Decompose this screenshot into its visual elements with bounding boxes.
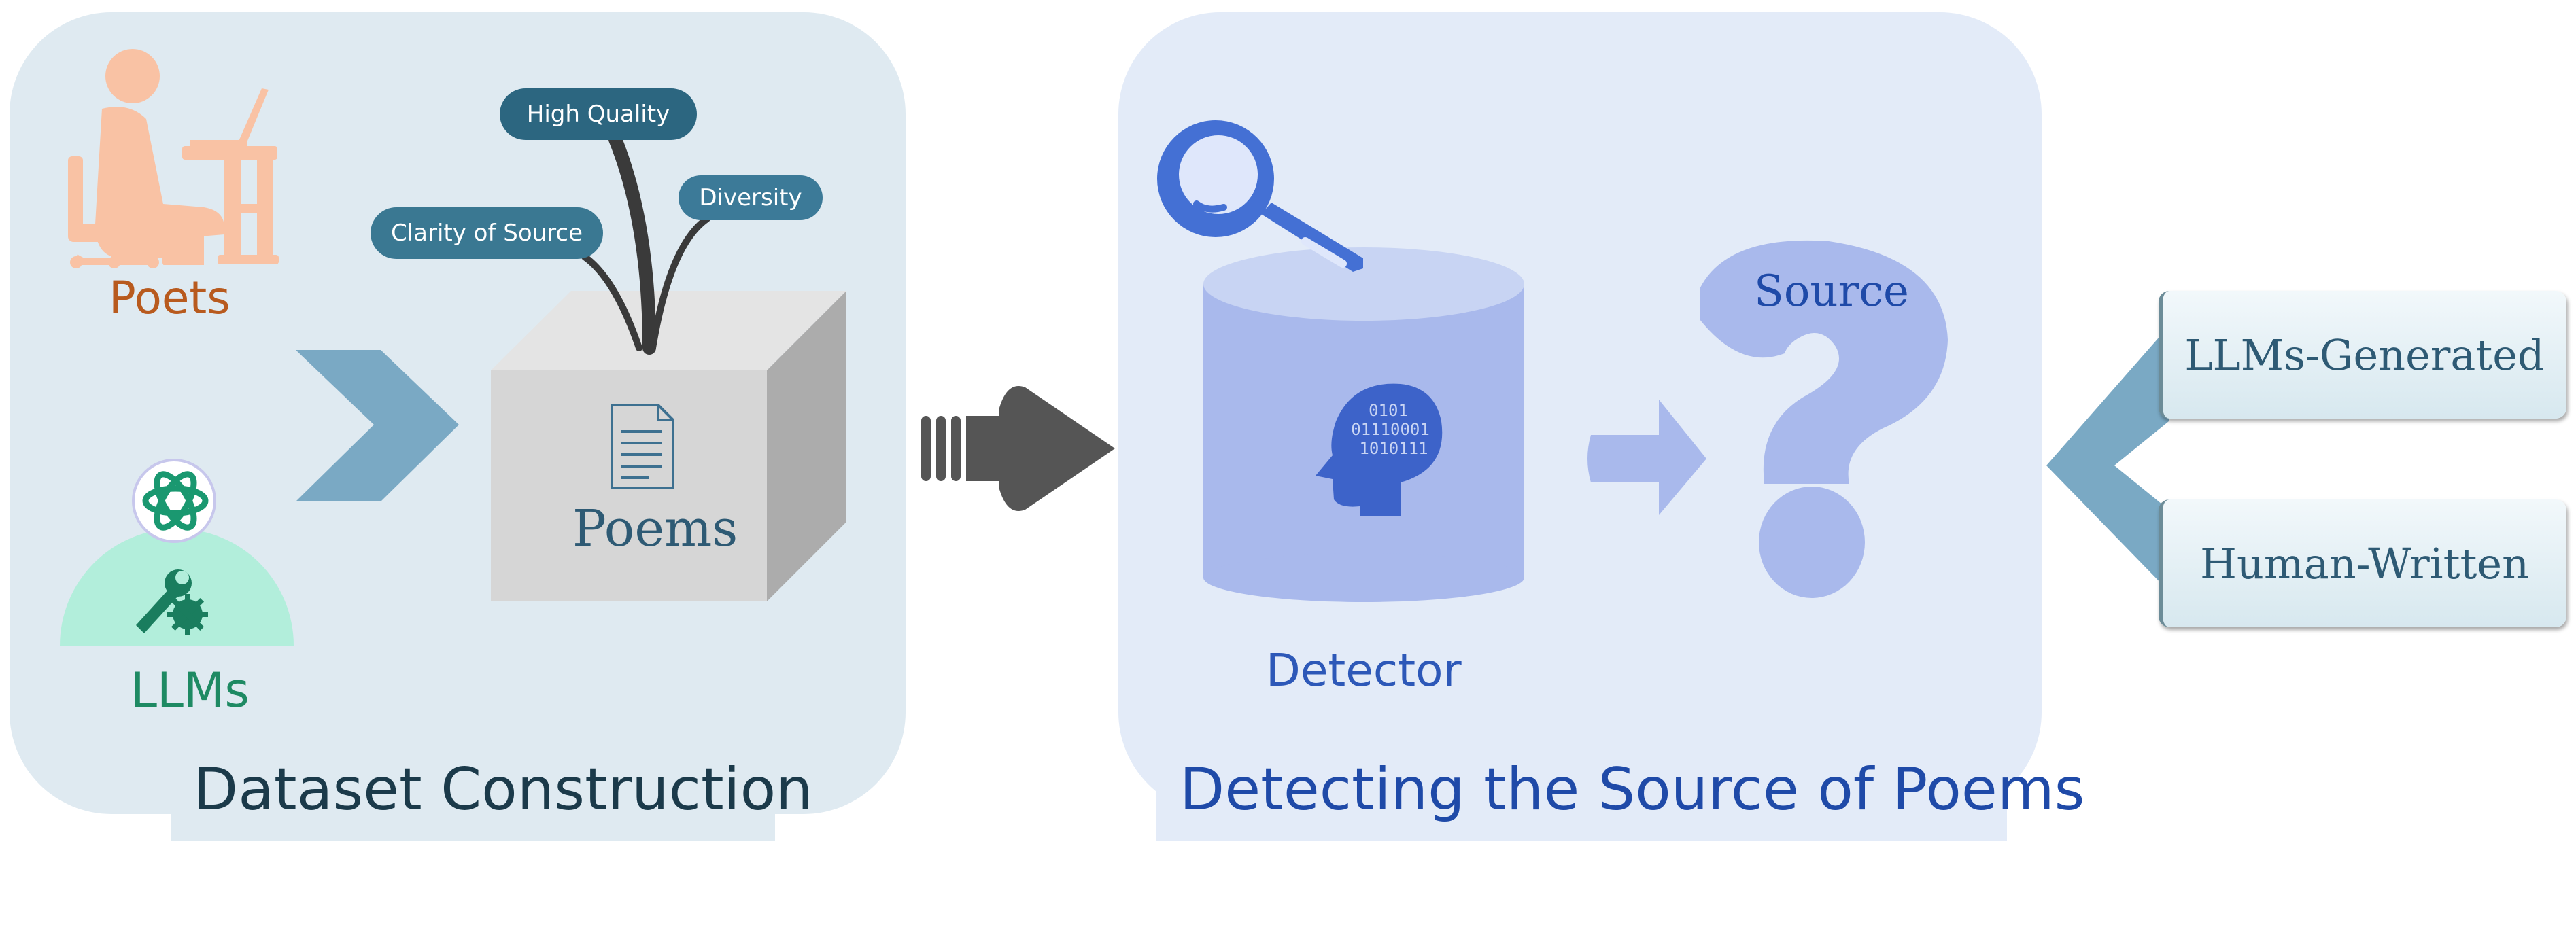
source-label: Source (1754, 266, 1909, 317)
poems-label: Poems (572, 499, 738, 558)
criterion-clarity-of-source: Clarity of Source (371, 207, 603, 259)
llms-label: LLMs (131, 663, 250, 718)
detection-title: Detecting the Source of Poems (1180, 756, 2085, 824)
poet-icon (68, 49, 279, 268)
big-arrow-icon (921, 386, 1115, 511)
poets-label: Poets (109, 272, 230, 324)
binary-line-1: 0101 (1369, 401, 1408, 420)
criteria-connectors (581, 133, 710, 355)
chevron-left-icon (2046, 326, 2169, 591)
wrench-icon (136, 569, 192, 633)
criterion-high-quality: High Quality (500, 88, 697, 140)
poems-cube (491, 291, 846, 601)
llm-icon (60, 459, 294, 646)
binary-line-2: 01110001 (1351, 420, 1430, 439)
detector-label: Detector (1266, 644, 1462, 697)
chevron-right-icon (296, 350, 459, 501)
detection-panel (1118, 12, 2042, 841)
binary-line-3: 1010111 (1359, 439, 1428, 458)
magnifier-icon (1157, 120, 1363, 272)
output-llms-generated: LLMs-Generated (2159, 291, 2566, 419)
document-icon (611, 404, 674, 489)
brain-head-icon: 0101 01110001 1010111 (1316, 383, 1443, 516)
gear-icon (167, 594, 208, 635)
dataset-construction-title: Dataset Construction (193, 756, 813, 824)
question-mark-icon (1700, 240, 1948, 598)
criterion-diversity: Diversity (679, 175, 823, 220)
small-arrow-icon (1587, 400, 1706, 515)
output-human-written: Human-Written (2159, 499, 2566, 627)
